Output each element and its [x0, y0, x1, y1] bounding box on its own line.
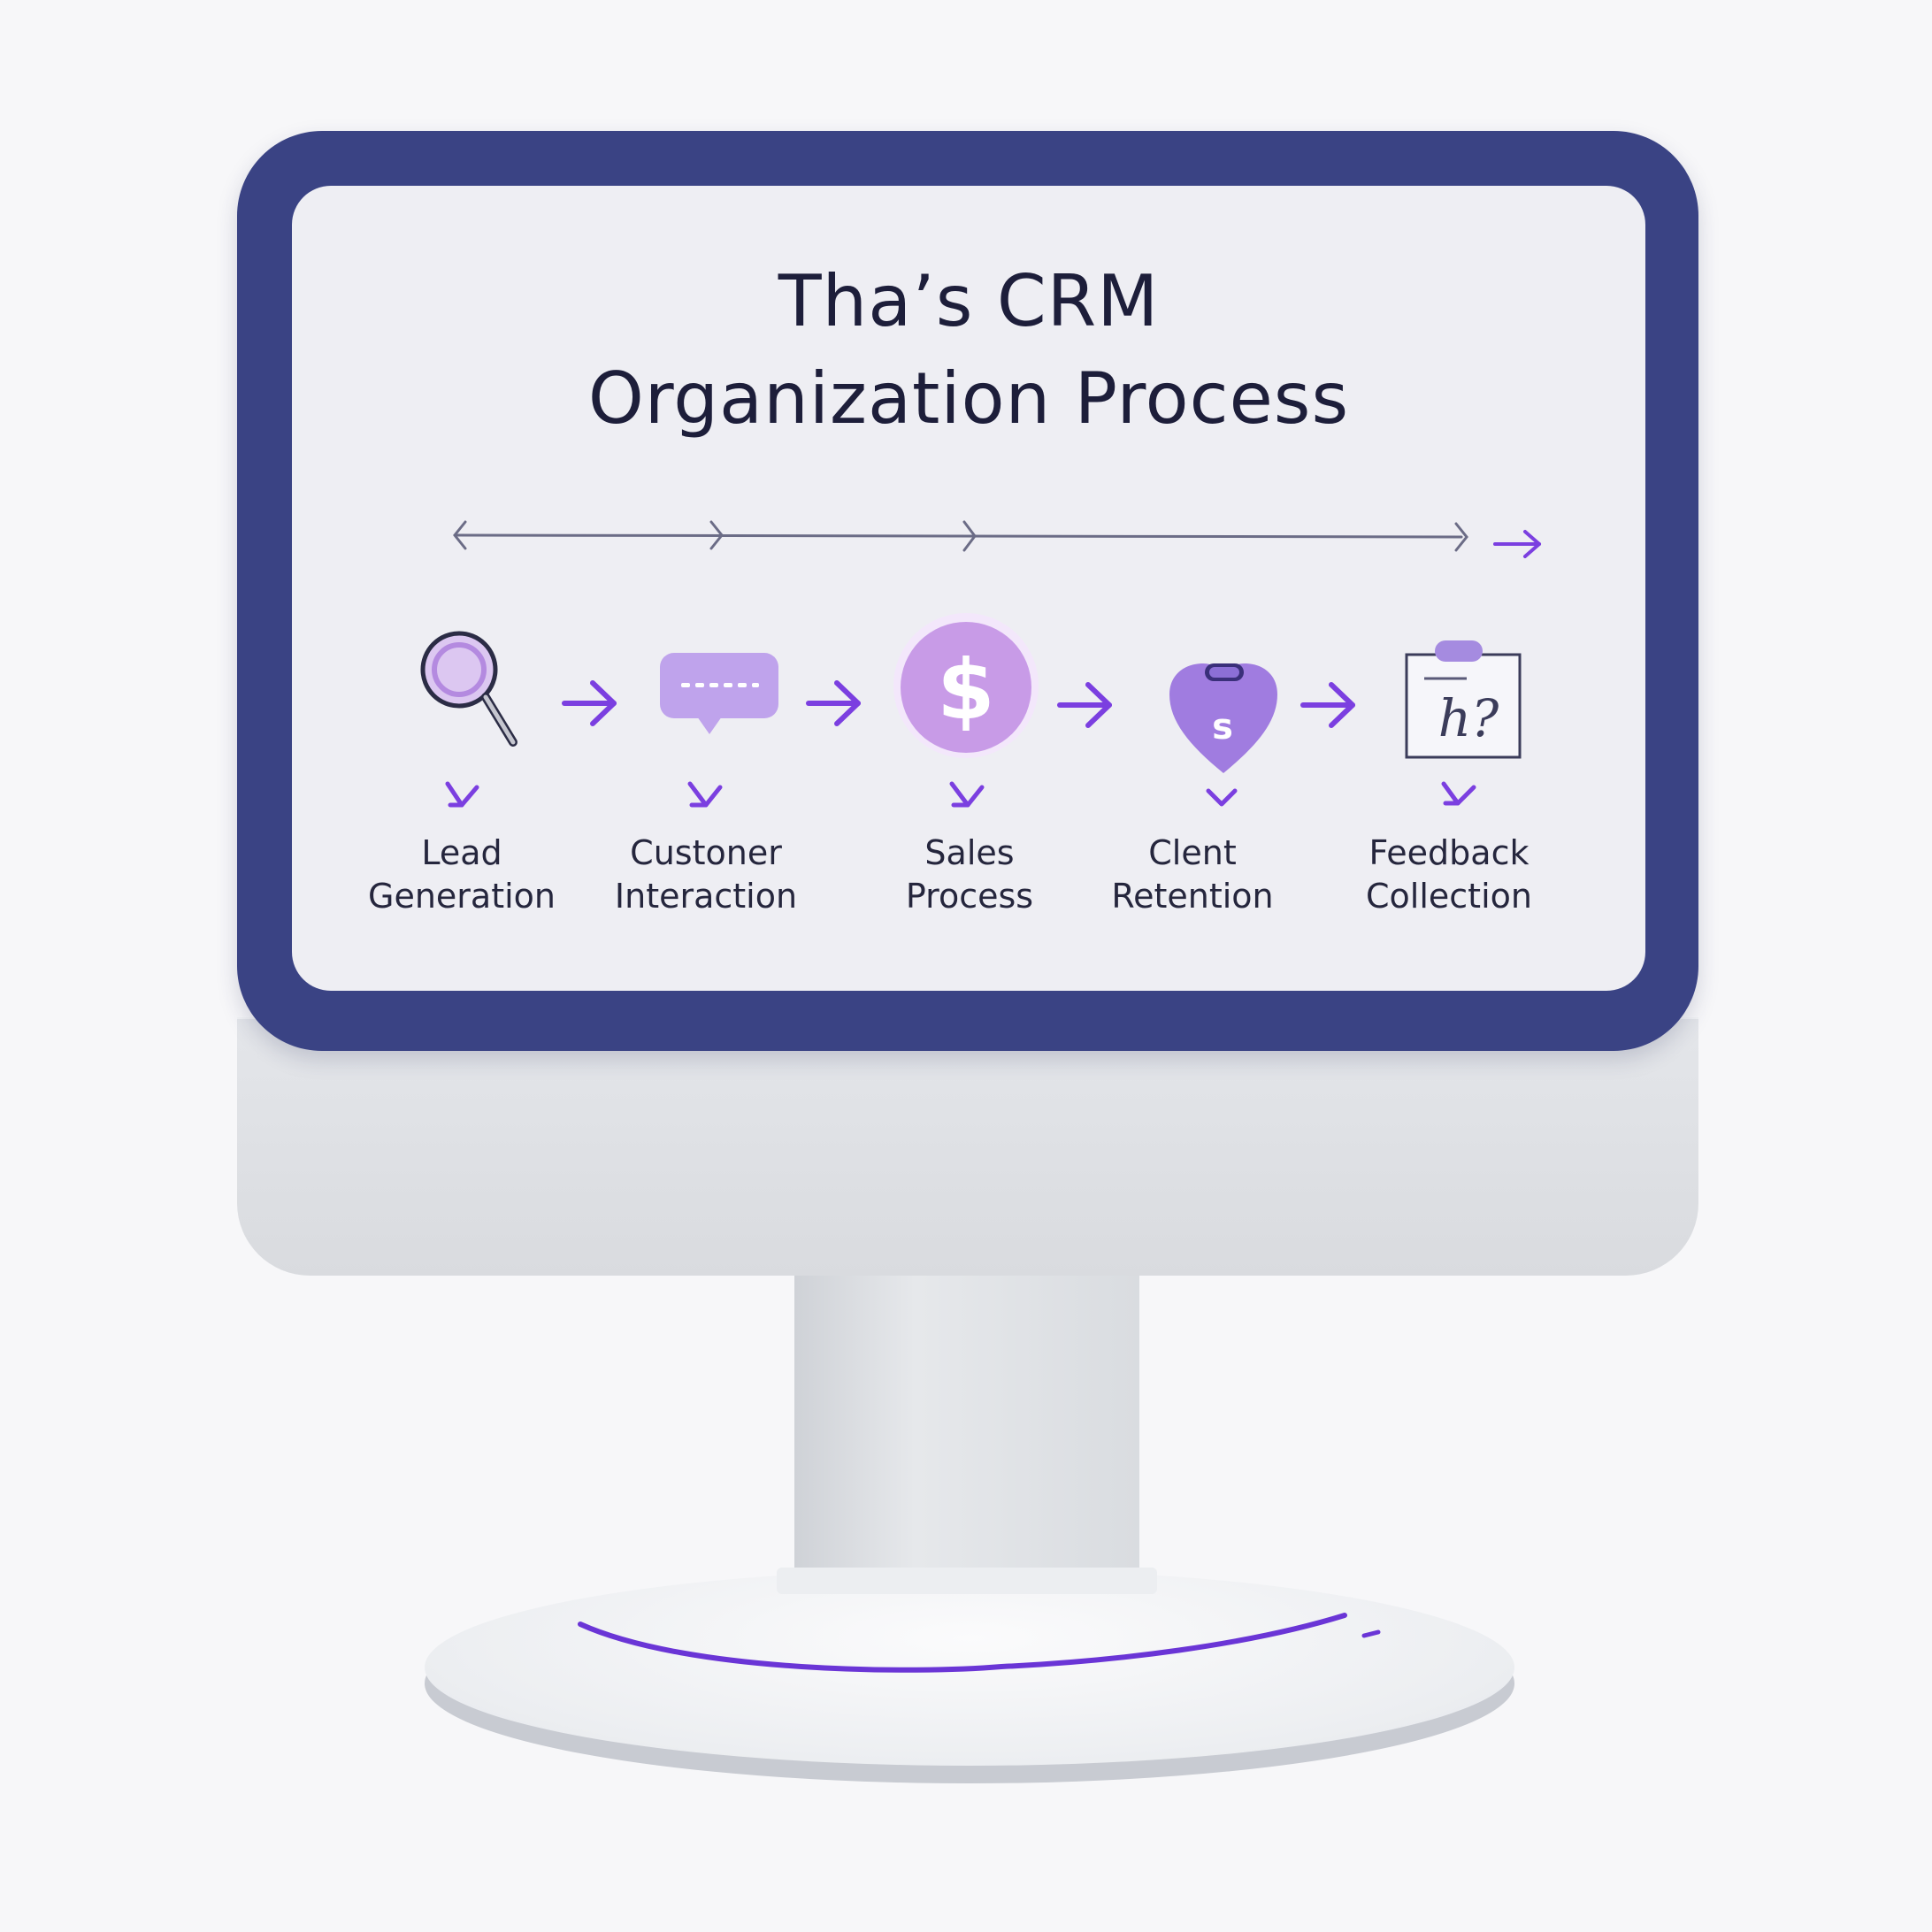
step-label-lead-generation: Lead Generation [368, 833, 556, 916]
flow-arrow-2-icon [806, 680, 861, 726]
base-accent-graphic [578, 1613, 1381, 1673]
magnifier-icon [420, 631, 518, 747]
heart-badge-icon: s [1169, 663, 1277, 773]
down-arrow-4-icon [1206, 788, 1238, 807]
step-label-client-retention: Clent Retention [1111, 833, 1274, 916]
process-flow-graphic: $ s h? [420, 520, 1541, 808]
clipboard-icon: h? [1405, 640, 1522, 759]
monitor-stand-neck [794, 1276, 1139, 1592]
timeline-line [455, 533, 1463, 539]
timeline-chevron-1 [709, 520, 724, 550]
step-label-customer-interaction: Custoner Interaction [614, 833, 798, 916]
monitor-screen: Tha’s CRM Organization Process [292, 186, 1645, 991]
timeline-left-chevron [453, 520, 467, 550]
down-arrow-3-icon [949, 781, 985, 808]
base-accent-dot [1361, 1629, 1381, 1638]
down-arrow-1-icon [445, 781, 479, 808]
flow-arrow-3-icon [1057, 682, 1112, 728]
step-label-sales-process: Sales Process [905, 833, 1034, 916]
diagram-title-line-2: Organization Process [587, 357, 1350, 440]
dollar-symbol: $ [937, 642, 994, 739]
chat-bubble-icon [660, 653, 778, 734]
monitor-chin [237, 1017, 1698, 1276]
timeline-chevron-2 [962, 520, 977, 552]
timeline [453, 520, 1468, 552]
down-arrow-5-icon [1441, 781, 1476, 806]
monitor-stand-collar [777, 1568, 1157, 1594]
step-label-feedback-collection: Feedback Collection [1366, 833, 1532, 916]
diagram-title-line-1: Tha’s CRM [778, 260, 1160, 342]
timeline-chevron-3 [1454, 522, 1468, 552]
flow-arrow-4-icon [1300, 682, 1355, 728]
timeline-end-arrow-icon [1493, 530, 1541, 558]
down-arrow-2-icon [687, 781, 723, 808]
base-accent-line [578, 1613, 1347, 1673]
retention-symbol: s [1212, 707, 1233, 748]
flow-arrow-1-icon [562, 680, 617, 726]
feedback-symbol: h? [1438, 688, 1499, 748]
dollar-coin-icon: $ [893, 613, 1039, 758]
